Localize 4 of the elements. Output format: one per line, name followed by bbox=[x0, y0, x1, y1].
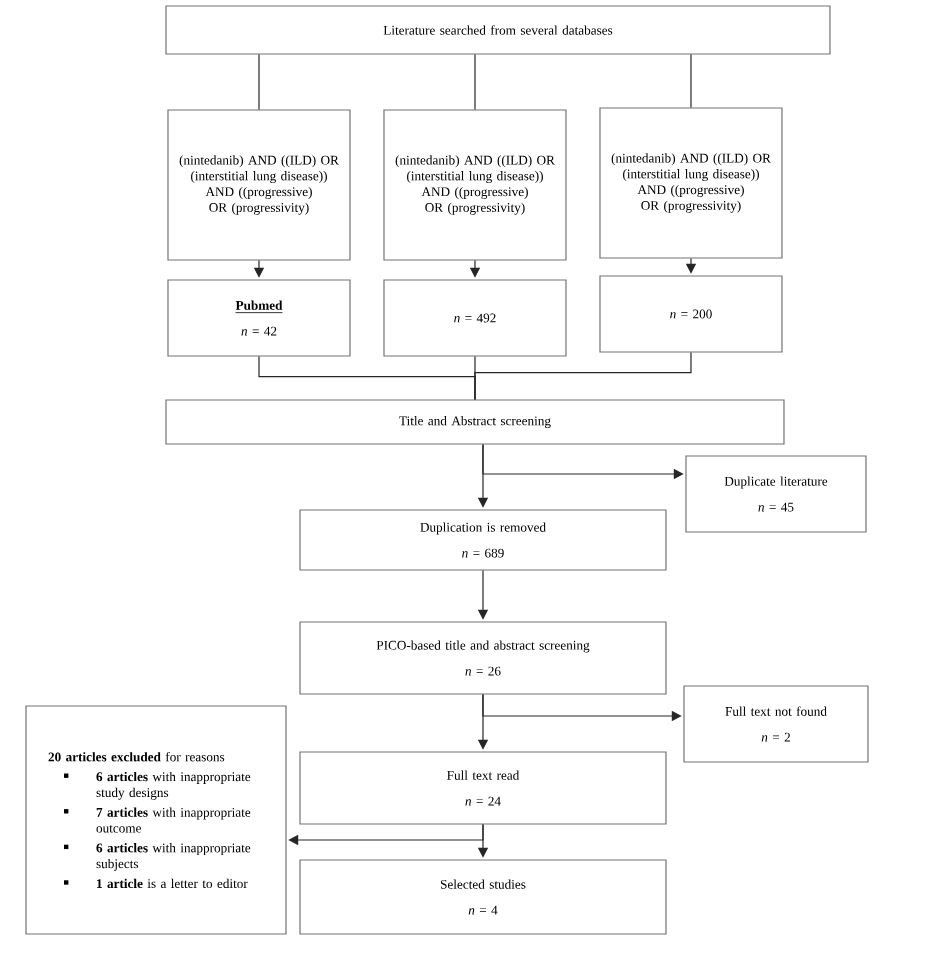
connector bbox=[258, 54, 260, 110]
connector bbox=[474, 352, 692, 400]
connector bbox=[690, 54, 692, 108]
connector bbox=[474, 54, 476, 110]
